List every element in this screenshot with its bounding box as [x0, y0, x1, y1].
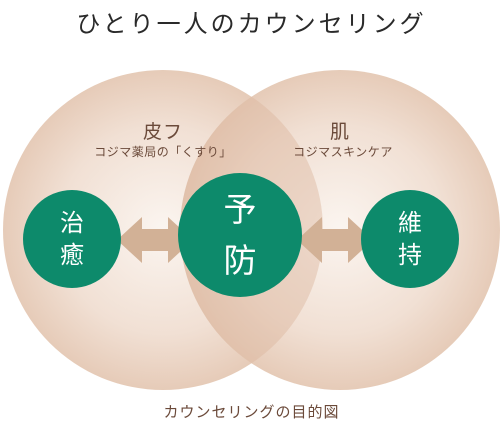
node-cure-char-1: 治: [60, 208, 84, 237]
arrow-right: [297, 217, 373, 263]
diagram-caption: カウンセリングの目的図: [163, 403, 340, 421]
node-prevention-char-1: 予: [223, 189, 257, 229]
page-title: ひとり一人のカウンセリング: [76, 10, 427, 38]
node-prevention: 予 防: [178, 173, 302, 297]
right-circle-label: 肌: [329, 121, 350, 143]
node-cure-char-2: 癒: [60, 241, 84, 269]
node-maintenance: 維 持: [361, 190, 459, 288]
left-circle-sublabel: コジマ薬局の「くすり」: [94, 145, 232, 159]
node-maintenance-char-2: 持: [398, 241, 422, 269]
node-maintenance-char-1: 維: [398, 208, 422, 237]
node-prevention-char-2: 防: [223, 241, 257, 280]
circle-overlap: [180, 70, 323, 390]
arrow-left: [117, 217, 193, 263]
left-circle-label: 皮フ: [142, 121, 183, 143]
node-cure: 治 癒: [23, 190, 121, 288]
right-circle-sublabel: コジマスキンケア: [293, 145, 393, 159]
